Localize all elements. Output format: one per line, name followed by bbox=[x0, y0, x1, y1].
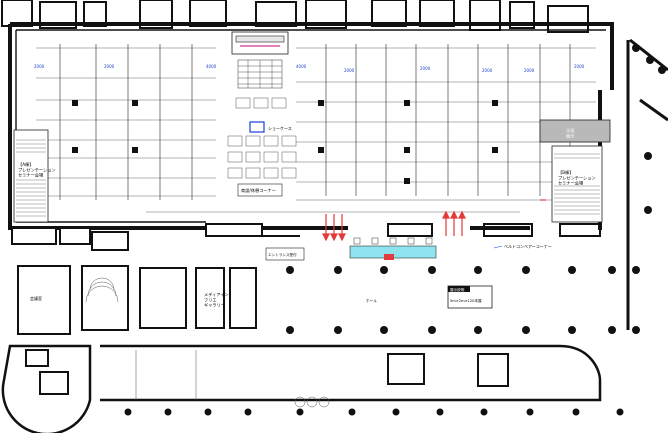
reception-label: エントランス受付 bbox=[268, 252, 297, 257]
booth-ticks bbox=[59, 44, 571, 200]
center-stage bbox=[231, 31, 289, 89]
dim-label: 2000 bbox=[420, 66, 431, 71]
entrance-arrows bbox=[322, 199, 546, 242]
dim-label: 2000 bbox=[34, 64, 45, 69]
outer-columns bbox=[608, 44, 666, 274]
reception-desk bbox=[265, 247, 305, 261]
dim-label: 2000 bbox=[344, 68, 355, 73]
hall-inner-wall bbox=[15, 29, 606, 223]
dimension-labels: 2000 2000 4000 4000 2000 2000 2000 2000 … bbox=[34, 64, 585, 73]
columns bbox=[72, 100, 498, 184]
gray-box-label: 企画展示 bbox=[566, 127, 574, 139]
dim-label: 2000 bbox=[482, 68, 493, 73]
dim-label: 2000 bbox=[524, 68, 535, 73]
middle-lower-label: メディアインフリエギャラリー bbox=[204, 291, 229, 309]
dim-label: 2000 bbox=[574, 64, 585, 69]
booth-grid bbox=[36, 47, 596, 213]
left-stage-label: 【A棟】プレゼンテーションセミナー会場 bbox=[18, 161, 56, 179]
lower-left-rooms bbox=[11, 227, 257, 335]
corridor-walls bbox=[205, 223, 601, 237]
exhibit-sign-sub: 5m×2m×120本展 bbox=[450, 298, 482, 303]
lounge-sign bbox=[237, 183, 283, 197]
hall-label: ホール bbox=[366, 298, 377, 303]
pillars-row-2 bbox=[124, 408, 624, 416]
exhibit-sign: 展示説明 5m×2m×120本展 bbox=[447, 285, 493, 309]
cyan-booths bbox=[349, 237, 437, 260]
top-rooms bbox=[1, 0, 589, 33]
belt-pointer bbox=[493, 245, 503, 249]
dim-label: 2000 bbox=[104, 64, 115, 69]
bottom-stair bbox=[135, 350, 330, 408]
center-booth-marker bbox=[249, 121, 265, 133]
dim-label: 4000 bbox=[296, 64, 307, 69]
lounge-label: 商談/休憩コーナー bbox=[241, 187, 276, 194]
bottom-building bbox=[1, 344, 602, 433]
right-presentation-area: 企画展示 【B棟】プレゼンテーションセミナー会場 bbox=[539, 119, 611, 223]
hall-walls bbox=[8, 22, 614, 230]
lecture-seats bbox=[85, 277, 119, 303]
right-stage-label: 【B棟】プレゼンテーションセミナー会場 bbox=[558, 169, 596, 187]
lounge-tables bbox=[227, 97, 297, 179]
bottom-rooms bbox=[25, 349, 509, 395]
left-room-label: 会議室 bbox=[30, 295, 42, 301]
exhibit-sign-title: 展示説明 bbox=[450, 287, 465, 292]
center-booth-label: ショーケース bbox=[268, 125, 292, 131]
dim-label: 4000 bbox=[206, 64, 217, 69]
left-presentation-area: 【A棟】プレゼンテーションセミナー会場 bbox=[13, 129, 56, 223]
right-structure bbox=[626, 38, 668, 330]
pillars-row-1 bbox=[286, 266, 640, 334]
belt-label: ベルトコンベアーコーナー bbox=[504, 243, 552, 249]
